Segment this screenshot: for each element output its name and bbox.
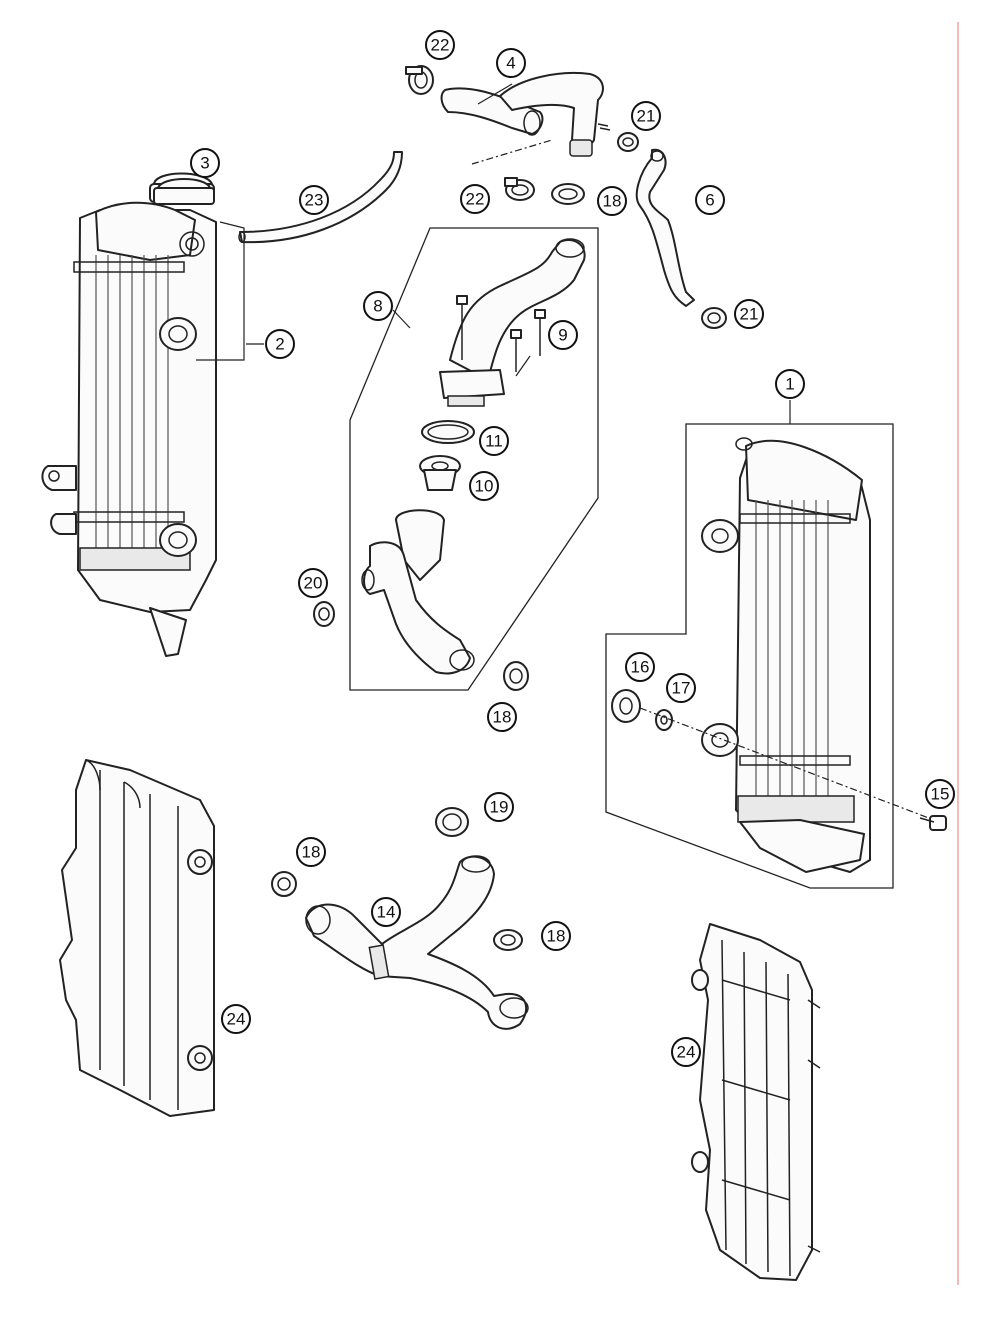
clamp-part-18-left <box>271 871 297 897</box>
callout-part-15: 15 <box>925 779 955 809</box>
callout-label-24-left: 24 <box>227 1010 246 1029</box>
callout-label-15: 15 <box>931 785 950 804</box>
radiator-guard-part-24-right <box>691 923 821 1281</box>
callout-part-17: 17 <box>666 673 696 703</box>
callout-part-24-left: 24 <box>221 1004 251 1034</box>
callout-part-2: 2 <box>265 329 295 359</box>
callout-label-18-middle: 18 <box>493 708 512 727</box>
radiator-guard-part-24-left <box>59 759 215 1117</box>
callout-part-4: 4 <box>496 48 526 78</box>
callout-part-3: 3 <box>190 148 220 178</box>
callout-part-9: 9 <box>548 320 578 350</box>
clamp-part-19 <box>435 807 469 837</box>
callout-label-10: 10 <box>475 477 494 496</box>
callout-label-3: 3 <box>200 154 209 173</box>
callout-label-20: 20 <box>304 574 323 593</box>
leader-line-part-8 <box>392 309 411 329</box>
callout-label-22-bottom: 22 <box>466 190 485 209</box>
thermostat-upper-hose <box>439 238 586 407</box>
callout-part-18-top: 18 <box>597 186 627 216</box>
callout-part-22-bottom: 22 <box>460 184 490 214</box>
callout-part-18-right: 18 <box>541 921 571 951</box>
lower-hose-part-14 <box>305 855 529 1030</box>
callout-part-22-top: 22 <box>425 30 455 60</box>
callout-label-22-top: 22 <box>431 36 450 55</box>
callout-part-19: 19 <box>484 792 514 822</box>
group-frame-part-8 <box>349 227 599 691</box>
callout-label-11: 11 <box>485 432 503 451</box>
callout-part-20: 20 <box>298 568 328 598</box>
clamp-part-18-middle <box>503 661 529 691</box>
callout-part-14: 14 <box>371 897 401 927</box>
screws-part-9 <box>456 295 546 372</box>
radiator-cap-part-3 <box>153 178 215 205</box>
callout-label-21-top: 21 <box>637 107 656 126</box>
callout-label-14: 14 <box>377 903 396 922</box>
leader-line-part-3 <box>196 221 245 361</box>
callout-label-18-top: 18 <box>603 192 622 211</box>
leader-line-part-4 <box>477 83 513 105</box>
callout-label-6: 6 <box>705 191 714 210</box>
upper-hose-part-4 <box>440 72 611 157</box>
callout-part-21-bottom: 21 <box>734 299 764 329</box>
callout-part-21-top: 21 <box>631 101 661 131</box>
right-radiator-part-1 <box>701 437 871 873</box>
callout-part-23: 23 <box>299 185 329 215</box>
callout-part-16: 16 <box>625 652 655 682</box>
centerline-part-4 <box>471 139 553 165</box>
callout-part-8: 8 <box>363 291 393 321</box>
callout-label-23: 23 <box>305 191 324 210</box>
callout-label-24-right: 24 <box>677 1043 696 1062</box>
callout-part-18-left: 18 <box>296 837 326 867</box>
callout-label-19: 19 <box>490 798 509 817</box>
callout-label-21-bottom: 21 <box>740 305 759 324</box>
breather-hose-part-23 <box>239 151 403 244</box>
grommet-part-16 <box>611 689 641 723</box>
washer-part-17 <box>655 709 673 731</box>
callout-label-16: 16 <box>631 658 650 677</box>
clamp-part-21-lower <box>701 307 727 329</box>
bolt-part-15 <box>919 815 947 831</box>
clamp-part-20 <box>313 601 335 627</box>
clamp-part-18-top <box>551 183 585 205</box>
callout-label-2: 2 <box>275 335 284 354</box>
clamp-part-21-upper <box>617 132 639 152</box>
callout-part-18-middle: 18 <box>487 702 517 732</box>
callout-label-9: 9 <box>558 326 567 345</box>
callout-part-6: 6 <box>695 185 725 215</box>
callout-label-17: 17 <box>672 679 691 698</box>
leader-line-part-9 <box>515 355 531 377</box>
clamp-part-22-top <box>405 65 434 95</box>
left-radiator-part-2 <box>41 172 217 657</box>
callout-part-1: 1 <box>775 369 805 399</box>
thermostat-lower-housing <box>361 509 475 675</box>
thermostat-part-10 <box>419 455 461 491</box>
callout-label-1: 1 <box>785 375 794 394</box>
callout-label-18-left: 18 <box>302 843 321 862</box>
callout-part-11: 11 <box>479 426 509 456</box>
callout-label-18-right: 18 <box>547 927 566 946</box>
callout-label-4: 4 <box>506 54 515 73</box>
small-hose-part-6 <box>635 148 695 307</box>
callout-part-10: 10 <box>469 471 499 501</box>
group-frame-part-1 <box>605 423 894 889</box>
clamp-part-18-right <box>493 929 523 951</box>
clamp-part-22-bottom <box>504 177 535 201</box>
callout-label-8: 8 <box>373 297 382 316</box>
callout-part-24-right: 24 <box>671 1037 701 1067</box>
